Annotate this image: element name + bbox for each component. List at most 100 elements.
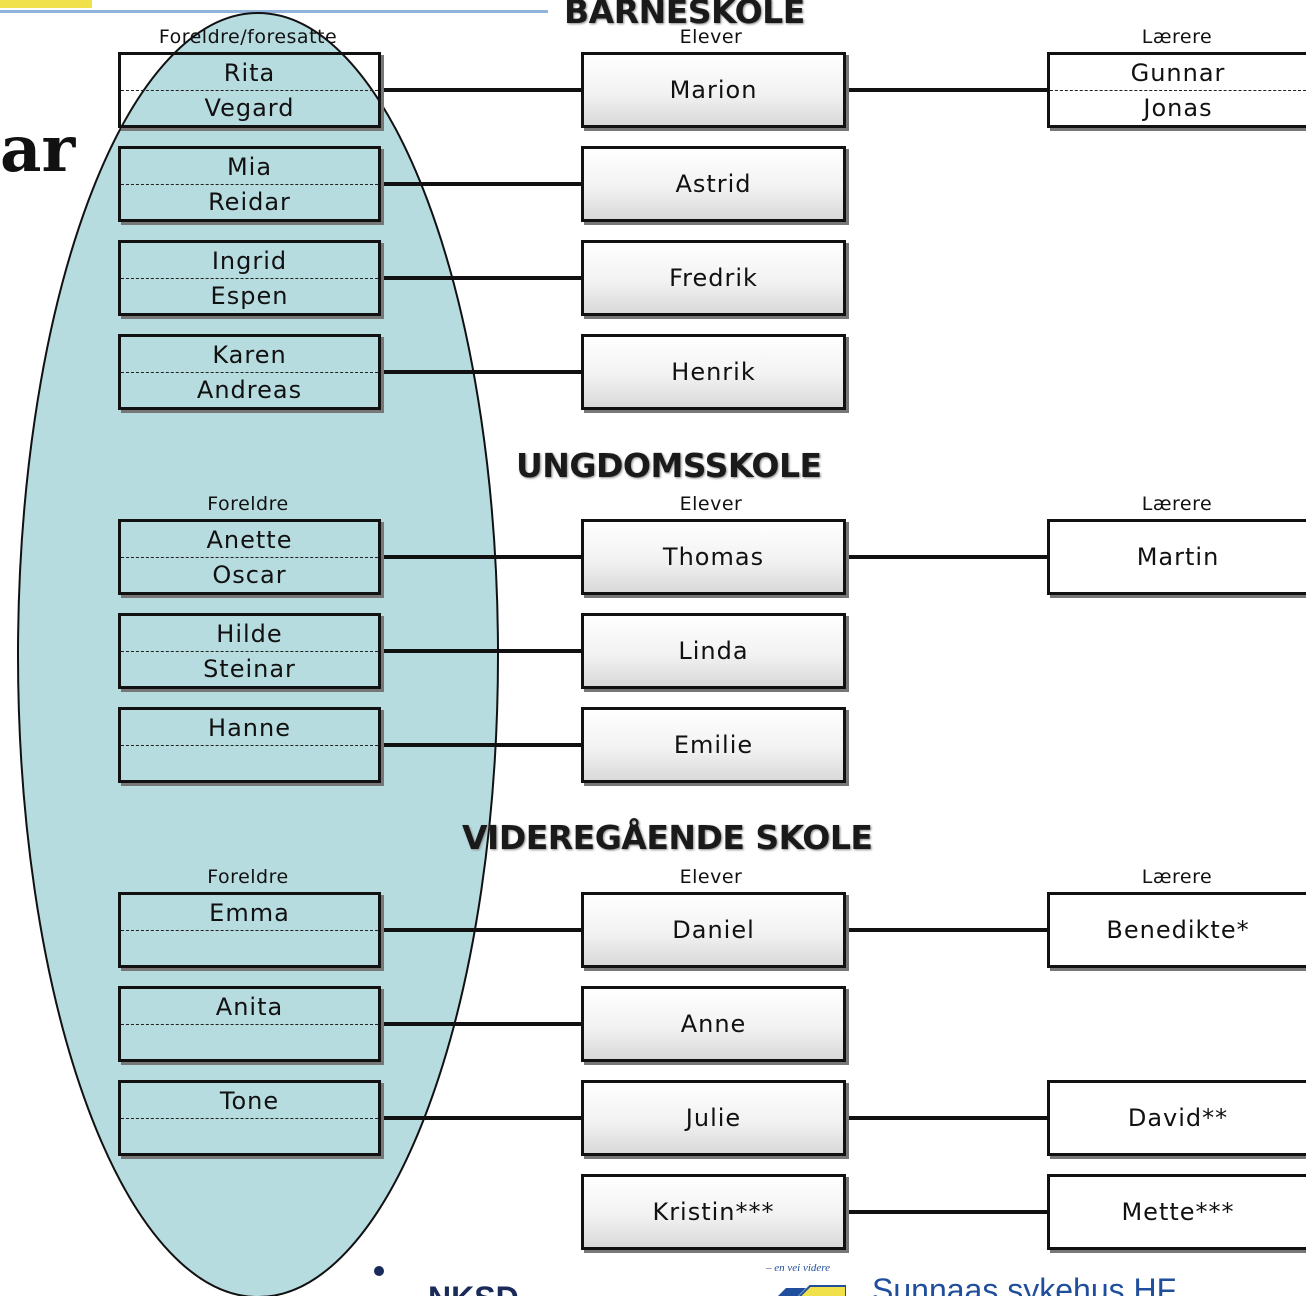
student-name: Fredrik	[669, 264, 758, 292]
column-header-parents: Foreldre	[207, 866, 289, 888]
slide-title-fragment: ar	[0, 112, 76, 187]
column-header-parents: Foreldre	[207, 493, 289, 515]
parent-name	[121, 1024, 378, 1059]
section-title: UNGDOMSSKOLE	[516, 446, 822, 485]
student-name: Henrik	[671, 358, 756, 386]
sunnaas-emblem-icon	[778, 1285, 846, 1296]
student-name: Julie	[685, 1104, 742, 1132]
parent-name	[121, 930, 378, 965]
column-header-students: Elever	[679, 493, 743, 515]
teachers-box[interactable]: Martin	[1047, 519, 1306, 595]
connector-line	[381, 743, 581, 747]
nksd-logo: NKSD	[340, 1262, 560, 1296]
column-header-teachers: Lærere	[1141, 493, 1213, 515]
parents-box[interactable]: Anita	[118, 986, 381, 1062]
connector-line	[381, 276, 581, 280]
parent-name	[121, 745, 378, 780]
connector-line	[381, 928, 581, 932]
connector-line	[381, 1022, 581, 1026]
connector-line	[846, 1210, 1047, 1214]
sunnaas-logo: – en vei videre Sunnaas sykehus HF	[764, 1262, 1306, 1296]
connector-line	[846, 88, 1047, 92]
student-name: Marion	[669, 76, 758, 104]
student-box[interactable]: Marion	[581, 52, 846, 128]
section-title: VIDEREGÅENDE SKOLE	[462, 818, 873, 857]
section-title: BARNESKOLE	[564, 0, 805, 31]
parent-name: Tone	[121, 1083, 378, 1119]
student-box[interactable]: Astrid	[581, 146, 846, 222]
teacher-name: Martin	[1136, 543, 1220, 571]
parent-name: Ingrid	[121, 243, 378, 279]
parents-box[interactable]: Hanne	[118, 707, 381, 783]
student-box[interactable]: Fredrik	[581, 240, 846, 316]
teacher-name: Benedikte*	[1106, 916, 1250, 944]
parent-name: Emma	[121, 895, 378, 931]
teachers-box[interactable]: David**	[1047, 1080, 1306, 1156]
connector-line	[381, 1116, 581, 1120]
student-box[interactable]: Julie	[581, 1080, 846, 1156]
parent-name: Oscar	[212, 560, 287, 589]
connector-line	[846, 928, 1047, 932]
student-box[interactable]: Kristin***	[581, 1174, 846, 1250]
student-box[interactable]: Emilie	[581, 707, 846, 783]
parent-name	[121, 1118, 378, 1153]
parent-name: Espen	[210, 281, 289, 310]
parent-name: Steinar	[203, 654, 296, 683]
parent-name: Hilde	[121, 616, 378, 652]
column-header-parents: Foreldre/foresatte	[158, 26, 338, 48]
student-box[interactable]: Linda	[581, 613, 846, 689]
top-rule-blue	[0, 10, 548, 13]
teacher-name: David**	[1127, 1104, 1229, 1132]
student-box[interactable]: Henrik	[581, 334, 846, 410]
student-box[interactable]: Daniel	[581, 892, 846, 968]
parent-name: Vegard	[204, 93, 295, 122]
column-header-students: Elever	[679, 866, 743, 888]
parents-box[interactable]: Tone	[118, 1080, 381, 1156]
student-name: Anne	[680, 1010, 747, 1038]
nksd-logo-dot	[374, 1266, 384, 1276]
teachers-box[interactable]: Mette***	[1047, 1174, 1306, 1250]
student-name: Astrid	[675, 170, 752, 198]
connector-line	[381, 88, 581, 92]
top-accent-yellow	[0, 0, 92, 8]
parent-name: Rita	[121, 55, 378, 91]
column-header-teachers: Lærere	[1141, 26, 1213, 48]
parent-name: Anette	[121, 522, 378, 558]
student-name: Daniel	[672, 916, 755, 944]
student-box[interactable]: Anne	[581, 986, 846, 1062]
parent-name: Reidar	[208, 187, 291, 216]
connector-line	[846, 555, 1047, 559]
parents-box[interactable]: Emma	[118, 892, 381, 968]
connector-line	[846, 1116, 1047, 1120]
student-name: Linda	[678, 637, 749, 665]
connector-line	[381, 370, 581, 374]
teacher-name: Gunnar	[1050, 55, 1306, 91]
sunnaas-logo-text: Sunnaas sykehus HF	[872, 1272, 1177, 1296]
nksd-logo-text: NKSD	[428, 1280, 519, 1296]
teacher-name: Jonas	[1143, 93, 1213, 122]
parent-name: Karen	[121, 337, 378, 373]
connector-line	[381, 555, 581, 559]
sunnaas-tagline: – en vei videre	[766, 1262, 831, 1274]
connector-line	[381, 649, 581, 653]
parent-name: Anita	[121, 989, 378, 1025]
parent-name: Hanne	[121, 710, 378, 746]
parent-name: Andreas	[196, 375, 303, 404]
connector-line	[381, 182, 581, 186]
student-box[interactable]: Thomas	[581, 519, 846, 595]
student-name: Kristin***	[652, 1198, 775, 1226]
teachers-box[interactable]: Benedikte*	[1047, 892, 1306, 968]
student-name: Thomas	[662, 543, 765, 571]
column-header-students: Elever	[679, 26, 743, 48]
parent-name: Mia	[121, 149, 378, 185]
student-name: Emilie	[673, 731, 754, 759]
